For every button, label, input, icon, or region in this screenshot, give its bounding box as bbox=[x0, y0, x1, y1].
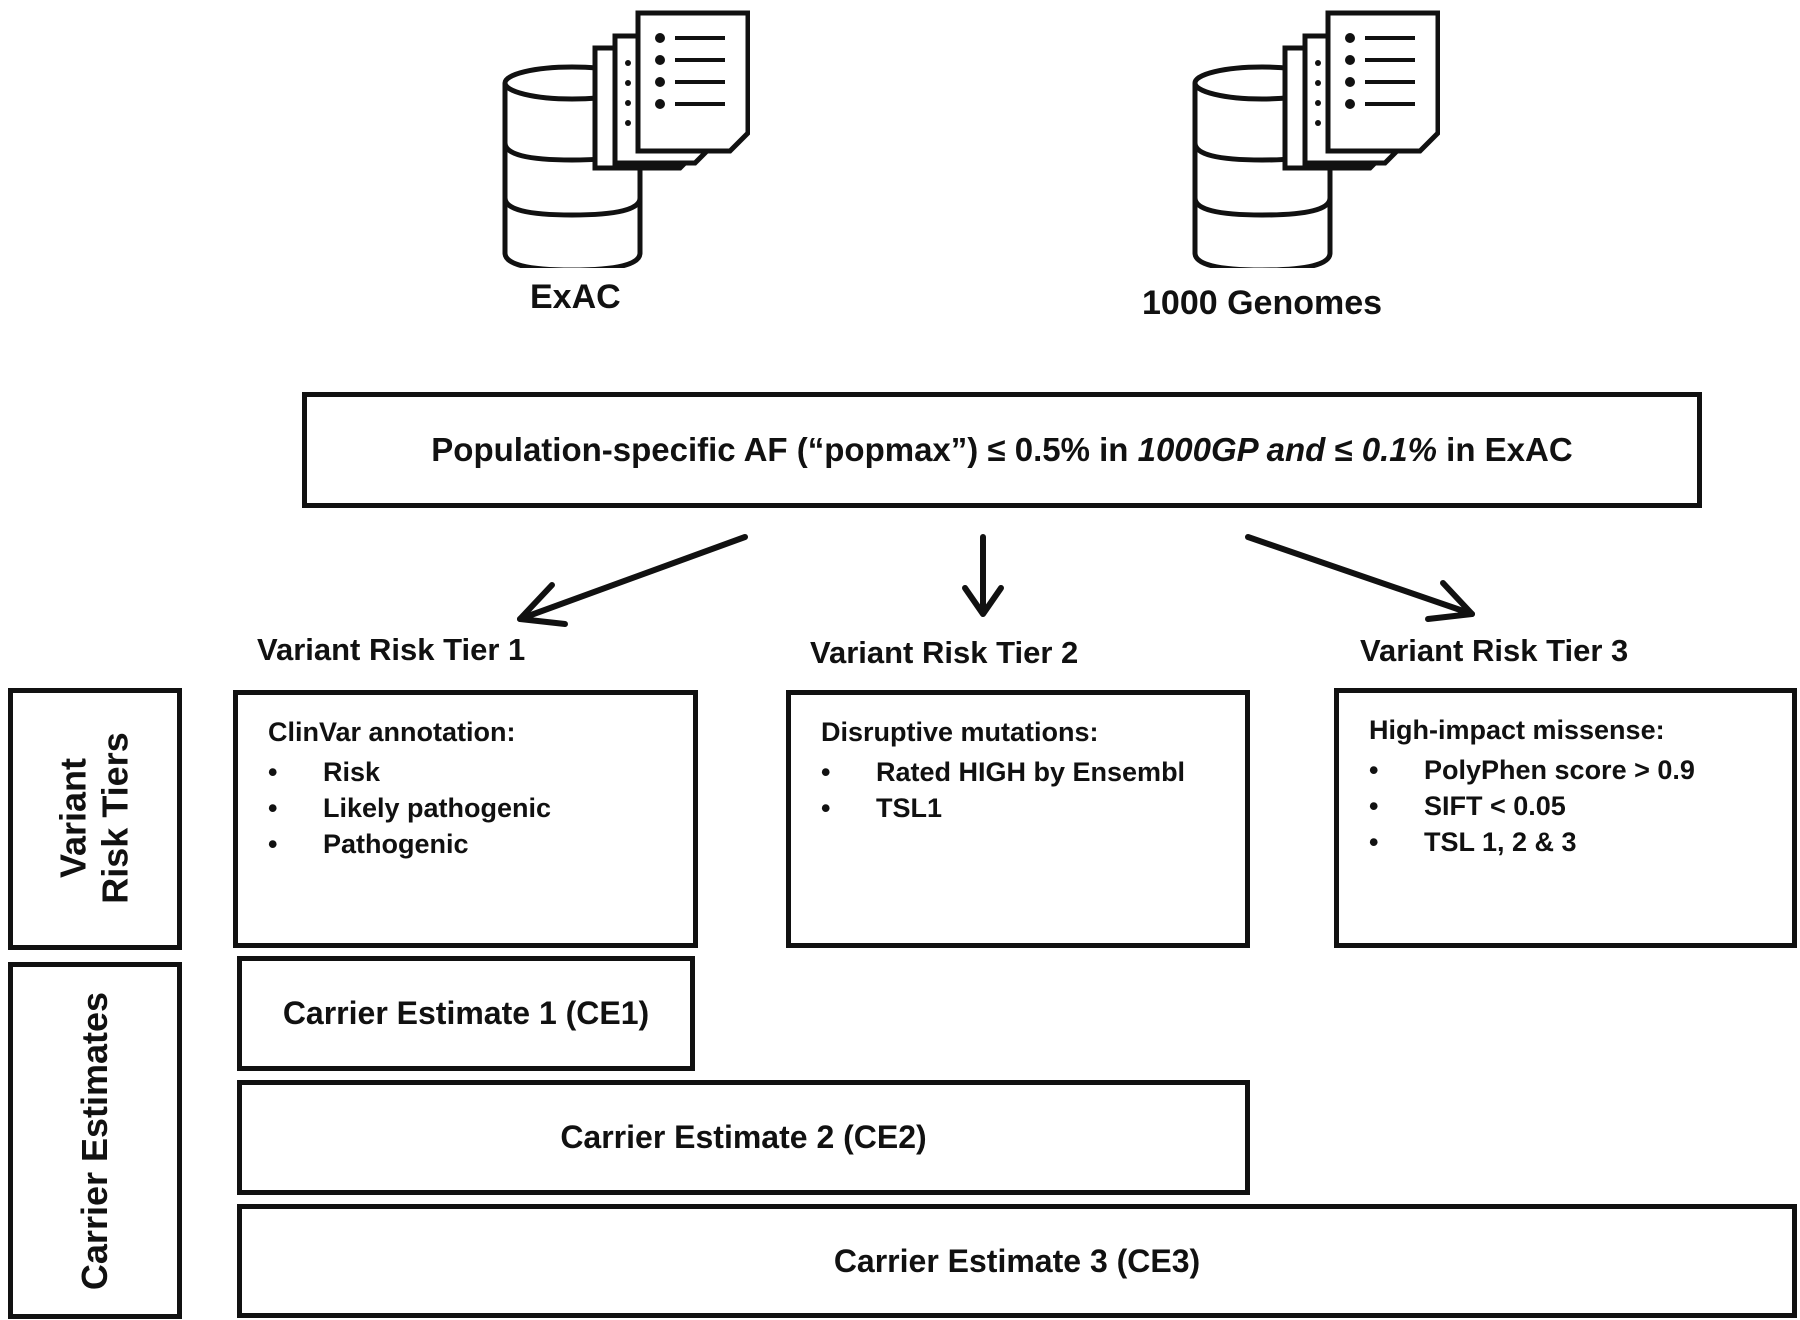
database-label-1000-genomes: 1000 Genomes bbox=[1142, 284, 1383, 322]
tier-2-criteria-list: •Rated HIGH by Ensembl •TSL1 bbox=[821, 754, 1215, 826]
tier-2-title: Variant Risk Tier 2 bbox=[810, 635, 1079, 670]
carrier-estimate-3-label: Carrier Estimate 3 (CE3) bbox=[833, 1242, 1201, 1279]
exac-database-icon bbox=[502, 10, 750, 268]
list-item: •PolyPhen score > 0.9 bbox=[1369, 755, 1695, 785]
tier-arrows bbox=[517, 534, 1475, 627]
popmax-filter-text: Population-specific AF (“popmax”) ≤ 0.5%… bbox=[431, 431, 1573, 468]
tier-2-box: Disruptive mutations: •Rated HIGH by Ens… bbox=[786, 690, 1250, 948]
carrier-estimate-1-box: Carrier Estimate 1 (CE1) bbox=[237, 956, 695, 1071]
variant-risk-tiers-label: Variant Risk Tiers bbox=[52, 732, 136, 904]
list-item: •TSL1 bbox=[821, 793, 943, 823]
arrow-head-tier-2 bbox=[962, 585, 1004, 617]
list-item: •Pathogenic bbox=[268, 829, 469, 859]
tier-1-heading: ClinVar annotation: bbox=[268, 717, 516, 747]
arrow-to-tier-1 bbox=[517, 534, 748, 622]
tier-3-title: Variant Risk Tier 3 bbox=[1360, 633, 1629, 668]
list-item: •Rated HIGH by Ensembl bbox=[821, 757, 1186, 787]
list-item: •SIFT < 0.05 bbox=[1369, 791, 1566, 821]
list-item: •Risk bbox=[268, 757, 381, 787]
1000-genomes-database-icon bbox=[1192, 10, 1440, 268]
carrier-estimate-3-box: Carrier Estimate 3 (CE3) bbox=[237, 1204, 1797, 1318]
carrier-estimate-2-box: Carrier Estimate 2 (CE2) bbox=[237, 1080, 1250, 1195]
carrier-estimate-1-label: Carrier Estimate 1 (CE1) bbox=[282, 995, 650, 1031]
tier-1-criteria-list: •Risk •Likely pathogenic •Pathogenic bbox=[268, 754, 663, 862]
tier-3-criteria-list: •PolyPhen score > 0.9 •SIFT < 0.05 •TSL … bbox=[1369, 752, 1762, 860]
carrier-estimates-label: Carrier Estimates bbox=[73, 991, 115, 1291]
arrow-head-tier-3 bbox=[1425, 580, 1475, 622]
arrow-to-tier-3 bbox=[1245, 534, 1475, 617]
tier-1-box: ClinVar annotation: •Risk •Likely pathog… bbox=[233, 690, 698, 948]
database-label-exac: ExAC bbox=[530, 278, 621, 316]
arrow-head-tier-1 bbox=[517, 582, 568, 627]
list-item: •Likely pathogenic bbox=[268, 793, 552, 823]
popmax-filter-box: Population-specific AF (“popmax”) ≤ 0.5%… bbox=[302, 392, 1702, 508]
tier-1-title: Variant Risk Tier 1 bbox=[257, 632, 526, 667]
variant-risk-tiers-side-box: Variant Risk Tiers bbox=[8, 688, 182, 950]
carrier-estimates-side-box: Carrier Estimates bbox=[8, 962, 182, 1319]
tier-3-heading: High-impact missense: bbox=[1369, 715, 1665, 745]
list-item: •TSL 1, 2 & 3 bbox=[1369, 827, 1577, 857]
tier-2-heading: Disruptive mutations: bbox=[821, 717, 1099, 747]
carrier-estimate-2-label: Carrier Estimate 2 (CE2) bbox=[560, 1119, 927, 1155]
tier-3-box: High-impact missense: •PolyPhen score > … bbox=[1334, 688, 1797, 948]
